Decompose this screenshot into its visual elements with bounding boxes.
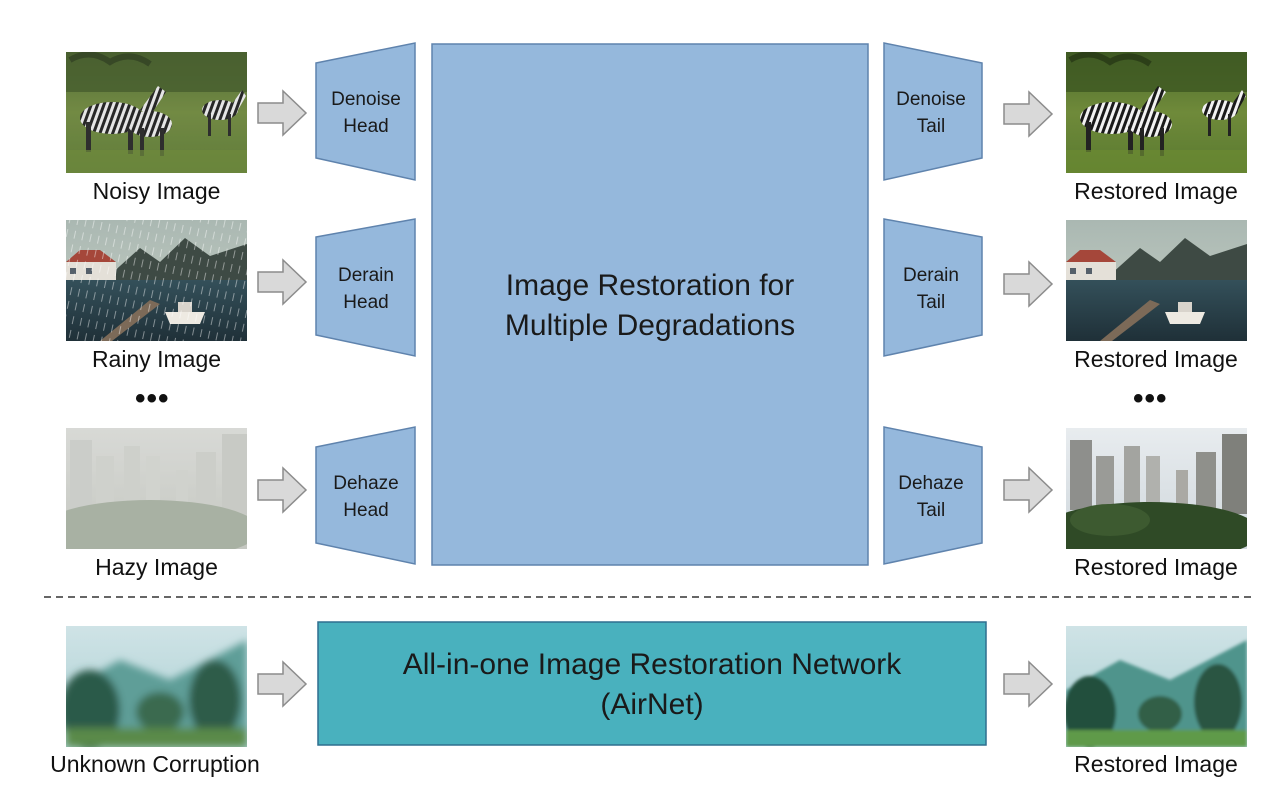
- arrow-airnet-to-restored: [1003, 660, 1054, 708]
- dehaze-tail-label: Dehaze Tail: [898, 473, 964, 521]
- dehaze-head-label: Dehaze Head: [333, 473, 399, 521]
- arrow-noisy-to-head: [257, 89, 308, 137]
- restored-image-label-4: Restored Image: [1074, 751, 1238, 777]
- unknown-corruption-thumbnail: [66, 626, 247, 747]
- arrow-hazy-to-head: [257, 466, 308, 514]
- noisy-image-thumbnail: [66, 52, 247, 173]
- arrow-rainy-to-head: [257, 258, 308, 306]
- arrow-tail-to-restored-2: [1003, 260, 1054, 308]
- hazy-image-thumbnail: [66, 428, 247, 549]
- restored-image-label-2: Restored Image: [1074, 346, 1238, 372]
- hazy-image-label: Hazy Image: [95, 554, 218, 580]
- derain-head-label: Derain Head: [338, 265, 394, 313]
- restored-buildings-thumbnail: [1066, 428, 1247, 549]
- restored-harbour-thumbnail: [1066, 220, 1247, 341]
- derain-head-block: [315, 218, 416, 357]
- restored-zebra-thumbnail: [1066, 52, 1247, 173]
- arrow-unknown-to-airnet: [257, 660, 308, 708]
- output-ellipsis: •••: [1133, 382, 1168, 415]
- restored-image-label-3: Restored Image: [1074, 554, 1238, 580]
- input-ellipsis: •••: [135, 382, 170, 415]
- denoise-tail-block: [883, 42, 983, 181]
- restored-valley-thumbnail: [1066, 626, 1247, 747]
- denoise-head-block: [315, 42, 416, 181]
- restored-image-label-1: Restored Image: [1074, 178, 1238, 204]
- dehaze-head-block: [315, 426, 416, 565]
- center-block-label: Image Restoration for Multiple Degradati…: [504, 269, 796, 342]
- rainy-image-label: Rainy Image: [91, 346, 222, 372]
- rainy-image-thumbnail: [66, 220, 247, 341]
- airnet-label: All-in-one Image Restoration Network (Ai…: [402, 648, 902, 721]
- arrow-tail-to-restored-1: [1003, 90, 1054, 138]
- derain-tail-label: Derain Tail: [903, 265, 959, 313]
- derain-tail-block: [883, 218, 983, 357]
- denoise-head-label: Denoise Head: [331, 89, 401, 137]
- center-restoration-block: [431, 43, 869, 566]
- denoise-tail-label: Denoise Tail: [896, 89, 966, 137]
- arrow-tail-to-restored-3: [1003, 466, 1054, 514]
- dehaze-tail-block: [883, 426, 983, 565]
- unknown-corruption-label: Unknown Corruption: [50, 751, 260, 777]
- noisy-image-label: Noisy Image: [92, 178, 221, 204]
- airnet-block: [317, 621, 987, 746]
